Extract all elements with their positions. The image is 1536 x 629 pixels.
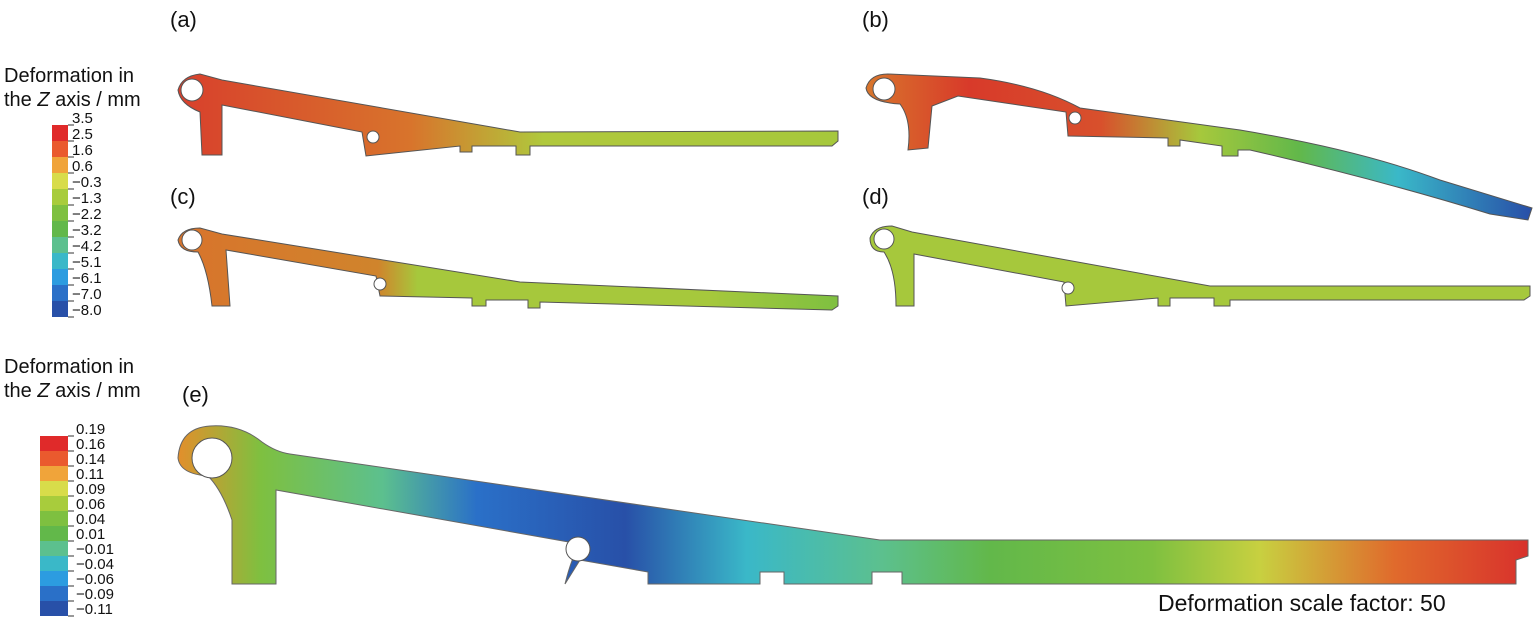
colorbar-tick-label: 1.6	[72, 142, 93, 159]
colorbar-segment	[52, 205, 68, 221]
colorbar-segment	[40, 571, 68, 586]
colorbar-segment	[52, 141, 68, 157]
legend-bottom-title-line1: Deformation in	[4, 356, 135, 378]
colorbar-segment	[40, 556, 68, 571]
colorbar-segment	[40, 541, 68, 556]
colorbar-segment	[52, 253, 68, 269]
colorbar-segment	[52, 221, 68, 237]
panel-label-e: (e)	[182, 382, 209, 407]
colorbar-tick-label: −0.09	[76, 586, 114, 603]
legend-top-title: Deformation in the Z axis / mm	[4, 64, 141, 112]
colorbar-segment	[40, 436, 68, 451]
colorbar-tick-label: 0.06	[76, 496, 106, 513]
bracket-shape-a	[177, 73, 839, 157]
legend-top-title-line1: Deformation in	[4, 65, 135, 87]
colorbar-tick-label: 0.04	[76, 511, 106, 528]
colorbar-segment	[52, 125, 68, 141]
colorbar-segment	[40, 496, 68, 511]
colorbar-tick-label: −7.0	[72, 286, 102, 303]
pivot-hole-b	[872, 77, 896, 101]
pin-hole-d	[1061, 281, 1075, 295]
legend-top-title-line2: the Z axis / mm	[4, 89, 141, 111]
colorbar-tick-label: 0.01	[76, 526, 106, 543]
scale-factor-label: Deformation scale factor: 50	[1158, 590, 1446, 616]
colorbar-segment	[52, 269, 68, 285]
legend-top-colorbar	[52, 124, 74, 318]
bracket-shape-d	[869, 225, 1531, 307]
colorbar-tick-label: −0.01	[76, 541, 114, 558]
pin-hole-b	[1068, 111, 1082, 125]
colorbar-tick-label: −6.1	[72, 270, 102, 287]
colorbar-tick-label: 0.6	[72, 158, 93, 175]
colorbar-tick-label: −1.3	[72, 190, 102, 207]
panel-label-c: (c)	[170, 184, 196, 209]
colorbar-segment	[40, 451, 68, 466]
colorbar-segment	[52, 157, 68, 173]
colorbar-tick-label: 0.14	[76, 451, 106, 468]
colorbar-tick-label: 3.5	[72, 110, 93, 127]
colorbar-tick-label: −8.0	[72, 302, 102, 319]
bracket-shape-c	[177, 227, 839, 311]
colorbar-segment	[52, 189, 68, 205]
panel-label-d: (d)	[862, 184, 889, 209]
colorbar-segment	[40, 601, 68, 616]
colorbar-segment	[40, 511, 68, 526]
bracket-shape-e	[177, 425, 1529, 585]
pivot-hole-c	[181, 229, 203, 251]
pin-hole-e	[565, 536, 591, 562]
pivot-hole-e	[191, 437, 233, 479]
colorbar-segment	[40, 526, 68, 541]
colorbar-segment	[52, 301, 68, 317]
legend-bottom-title-line2: the Z axis / mm	[4, 380, 141, 402]
colorbar-tick-label: 0.19	[76, 421, 106, 438]
colorbar-tick-label: 0.11	[76, 466, 105, 483]
pin-hole-a	[366, 130, 380, 144]
colorbar-tick-label: 2.5	[72, 126, 93, 143]
pin-hole-c	[373, 277, 387, 291]
colorbar-tick-label: −2.2	[72, 206, 102, 223]
colorbar-tick-label: −0.11	[76, 601, 113, 618]
colorbar-tick-label: −0.3	[72, 174, 102, 191]
colorbar-tick-label: −0.06	[76, 571, 114, 588]
colorbar-tick-label: −3.2	[72, 222, 102, 239]
colorbar-tick-label: −0.04	[76, 556, 114, 573]
colorbar-segment	[40, 481, 68, 496]
colorbar-segment	[40, 586, 68, 601]
pivot-hole-d	[873, 228, 895, 250]
legend-bottom-title: Deformation in the Z axis / mm	[4, 355, 141, 403]
colorbar-tick-label: 0.09	[76, 481, 106, 498]
panel-label-b: (b)	[862, 7, 889, 32]
colorbar-segment	[52, 237, 68, 253]
colorbar-segment	[40, 466, 68, 481]
legend-bottom-colorbar	[40, 435, 74, 617]
pivot-hole-a	[180, 78, 204, 102]
colorbar-segment	[52, 285, 68, 301]
colorbar-segment	[52, 173, 68, 189]
panel-label-a: (a)	[170, 7, 197, 32]
colorbar-tick-label: −4.2	[72, 238, 102, 255]
colorbar-tick-label: 0.16	[76, 436, 106, 453]
colorbar-tick-label: −5.1	[72, 254, 102, 271]
bracket-shape-b	[865, 73, 1533, 221]
